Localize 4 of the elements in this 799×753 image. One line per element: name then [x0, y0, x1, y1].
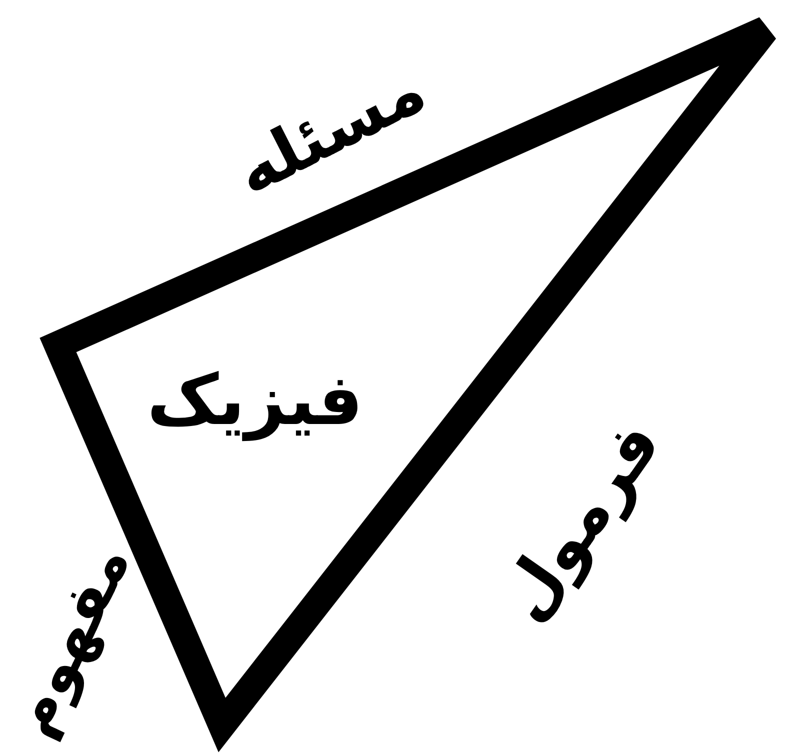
side-label: مفهوم	[0, 534, 144, 746]
side-label: فرمول	[484, 406, 676, 634]
center-label: فیزیک	[147, 359, 363, 441]
side-label: مسئله	[222, 50, 438, 210]
